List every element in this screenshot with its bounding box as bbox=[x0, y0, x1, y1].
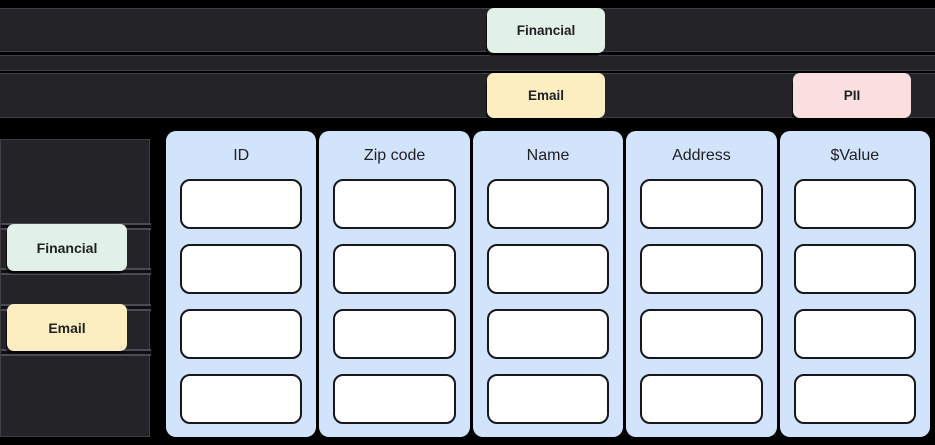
tag-financial-top[interactable]: Financial bbox=[487, 8, 605, 53]
column-header-address: Address bbox=[672, 147, 731, 164]
column-name: Name bbox=[472, 131, 624, 437]
tag-financial-left[interactable]: Financial bbox=[7, 224, 127, 271]
table-cell[interactable] bbox=[333, 309, 456, 359]
table-cell[interactable] bbox=[180, 244, 303, 294]
table-cell[interactable] bbox=[486, 179, 610, 229]
top-lane-divider bbox=[0, 55, 935, 71]
column-address: Address bbox=[626, 131, 777, 437]
column-value: $Value bbox=[779, 131, 931, 437]
column-id: ID bbox=[166, 131, 317, 437]
tag-email-left[interactable]: Email bbox=[7, 304, 127, 351]
table-cell[interactable] bbox=[793, 309, 917, 359]
table-cell[interactable] bbox=[333, 179, 456, 229]
table-cell[interactable] bbox=[486, 309, 610, 359]
table-columns: ID Zip code Name Address bbox=[166, 131, 931, 437]
table-cell[interactable] bbox=[180, 309, 303, 359]
left-lane-panel: Financial Email bbox=[0, 139, 151, 437]
table-cell[interactable] bbox=[640, 309, 763, 359]
table-cell[interactable] bbox=[640, 244, 763, 294]
column-zip-code: Zip code bbox=[319, 131, 470, 437]
column-header-id: ID bbox=[233, 147, 250, 164]
table-cell[interactable] bbox=[793, 244, 917, 294]
column-header-name: Name bbox=[526, 147, 570, 164]
table-cell[interactable] bbox=[793, 374, 917, 424]
column-header-value: $Value bbox=[830, 147, 880, 164]
table-cell[interactable] bbox=[486, 374, 610, 424]
column-header-zip-code: Zip code bbox=[363, 147, 426, 164]
table-cell[interactable] bbox=[180, 374, 303, 424]
tag-pii-top[interactable]: PII bbox=[793, 73, 911, 118]
table-cell[interactable] bbox=[486, 244, 610, 294]
table-cell[interactable] bbox=[180, 179, 303, 229]
top-lane-1 bbox=[0, 8, 935, 52]
table-cell[interactable] bbox=[793, 179, 917, 229]
table-cell[interactable] bbox=[333, 244, 456, 294]
top-lane-2 bbox=[0, 73, 935, 118]
table-cell[interactable] bbox=[640, 374, 763, 424]
table-cell[interactable] bbox=[640, 179, 763, 229]
table-cell[interactable] bbox=[333, 374, 456, 424]
tag-email-top[interactable]: Email bbox=[487, 73, 605, 118]
